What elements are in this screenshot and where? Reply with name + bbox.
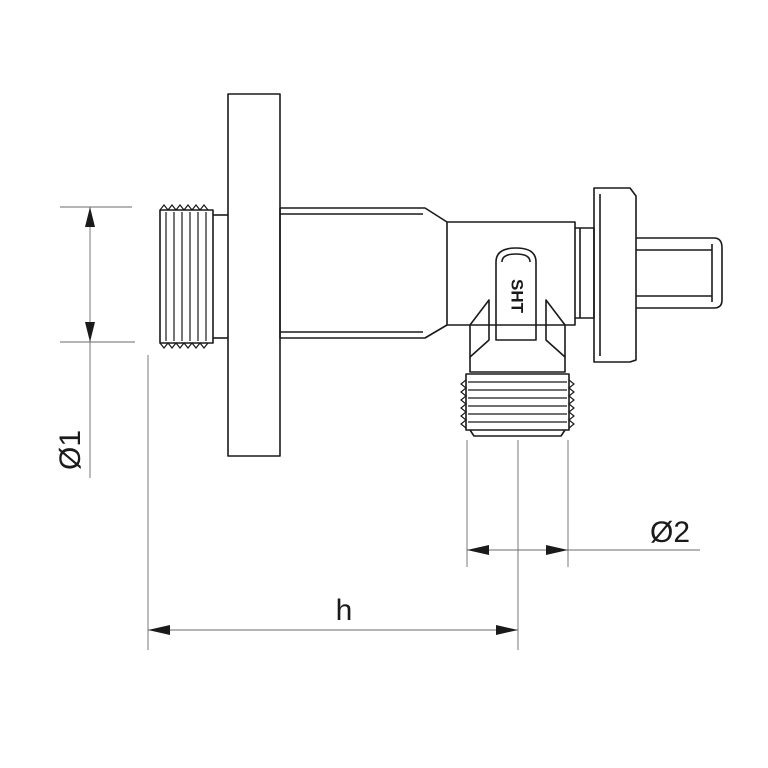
wall-flange <box>227 93 281 457</box>
label-inlet-diameter: Ø1 <box>54 430 87 470</box>
dimension-inlet-diameter: Ø1 <box>54 206 135 478</box>
logo-text: SHT <box>508 279 527 314</box>
dimension-outlet-diameter: Ø2 <box>466 440 700 567</box>
label-outlet-diameter: Ø2 <box>650 516 690 549</box>
dimension-height: h <box>147 355 519 650</box>
inlet-thread <box>159 204 228 349</box>
valve-body <box>279 207 595 339</box>
brand-logo: SHT <box>495 247 537 341</box>
handle <box>593 187 723 363</box>
outlet-thread <box>460 299 575 437</box>
label-height: h <box>336 594 353 627</box>
